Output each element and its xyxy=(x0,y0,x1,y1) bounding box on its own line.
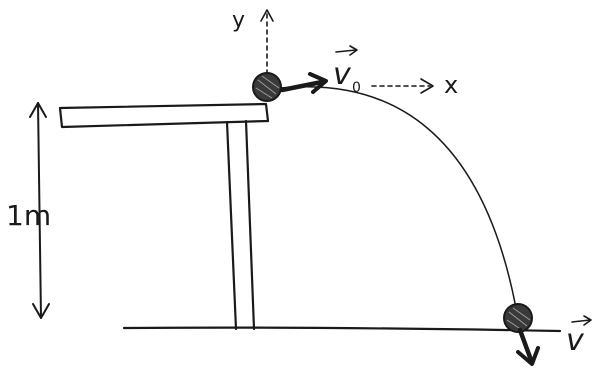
height-arrow xyxy=(29,102,50,319)
final-velocity-symbol: v xyxy=(566,323,585,358)
initial-velocity-vector xyxy=(279,72,328,94)
initial-velocity-label: v 0 xyxy=(333,45,361,96)
ground-line xyxy=(122,326,562,333)
height-label: 1m xyxy=(6,199,51,232)
final-velocity-vector xyxy=(516,327,540,366)
final-velocity-label: v xyxy=(566,315,592,358)
table-leg xyxy=(225,119,256,331)
y-axis xyxy=(260,9,274,75)
ball-end xyxy=(503,303,533,333)
trajectory-curve xyxy=(279,86,517,309)
ball-start xyxy=(252,72,282,102)
y-axis-label: y xyxy=(232,8,245,33)
x-axis-label: x xyxy=(444,71,458,99)
x-axis xyxy=(371,78,434,94)
initial-velocity-subscript: 0 xyxy=(352,80,361,96)
initial-velocity-symbol: v xyxy=(333,57,352,92)
table-top xyxy=(58,102,270,129)
